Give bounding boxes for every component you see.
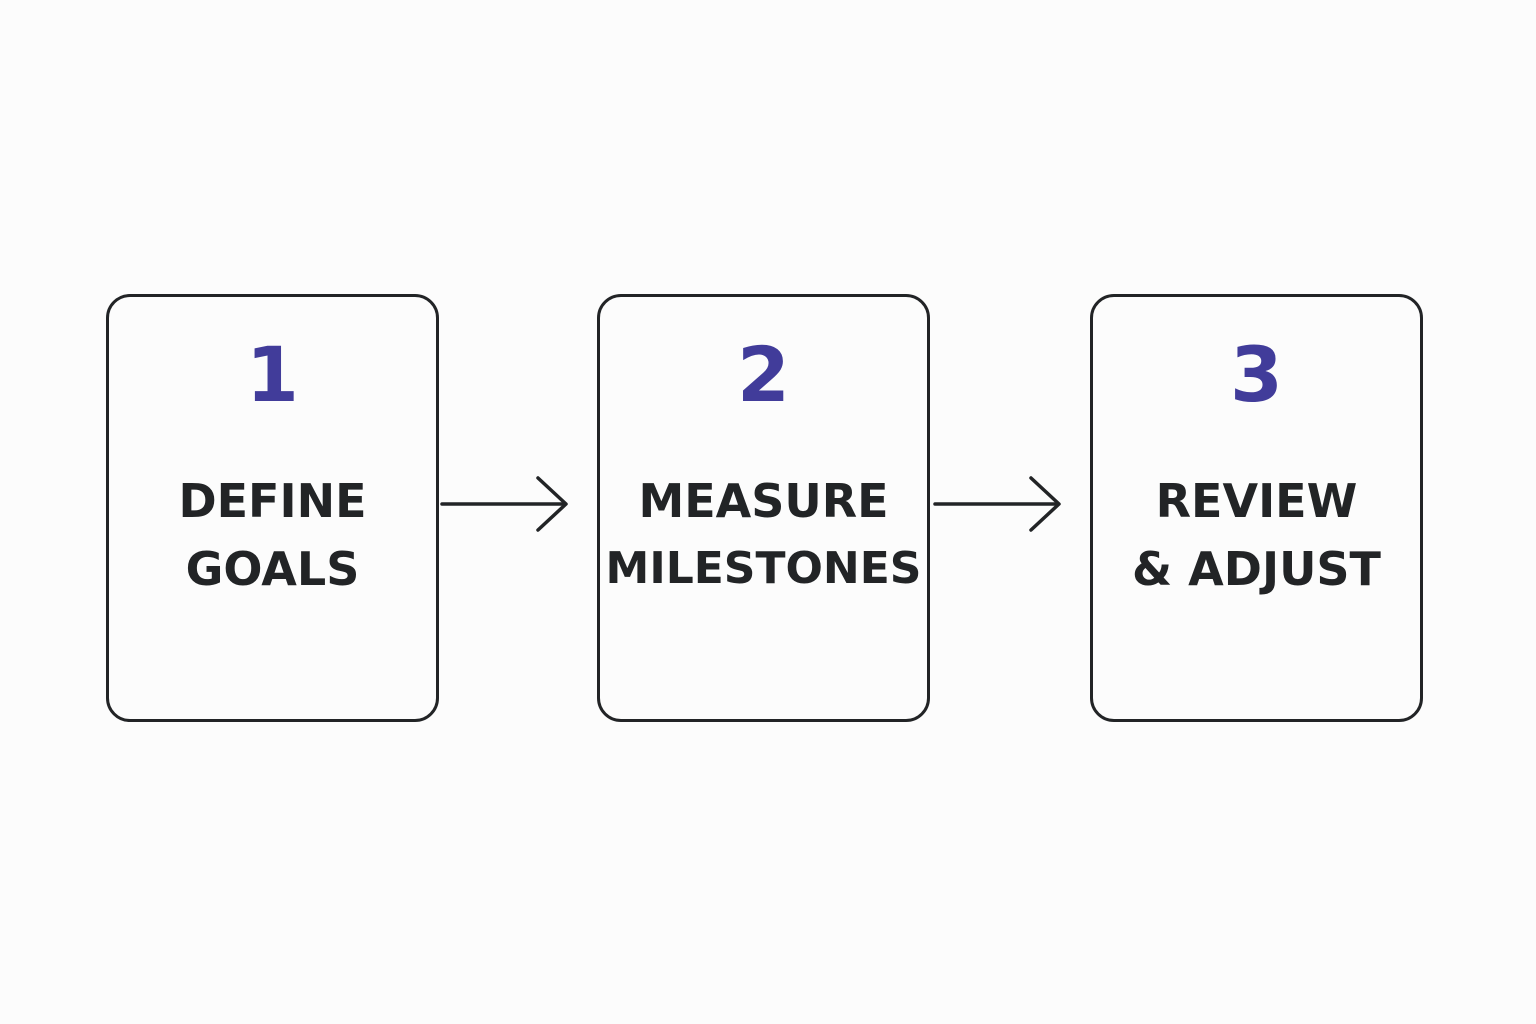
step-label: MEASURE MILESTONES [600,467,927,603]
step-card-review-adjust: 3 REVIEW & ADJUST [1090,294,1423,722]
step-label-line: MILESTONES [605,543,922,594]
step-label-line: & ADJUST [1132,542,1381,596]
step-label-line: MEASURE [638,474,889,528]
arrow-right-icon [440,476,568,532]
step-number: 3 [1230,330,1283,419]
step-number: 1 [246,330,299,419]
step-label-line: DEFINE [178,474,367,528]
step-label-line: GOALS [185,542,360,596]
step-label-line: REVIEW [1155,474,1358,528]
step-card-measure-milestones: 2 MEASURE MILESTONES [597,294,930,722]
step-number: 2 [737,330,790,419]
step-card-define-goals: 1 DEFINE GOALS [106,294,439,722]
arrow-right-icon [933,476,1061,532]
step-label: DEFINE GOALS [109,467,436,603]
step-label: REVIEW & ADJUST [1093,467,1420,603]
